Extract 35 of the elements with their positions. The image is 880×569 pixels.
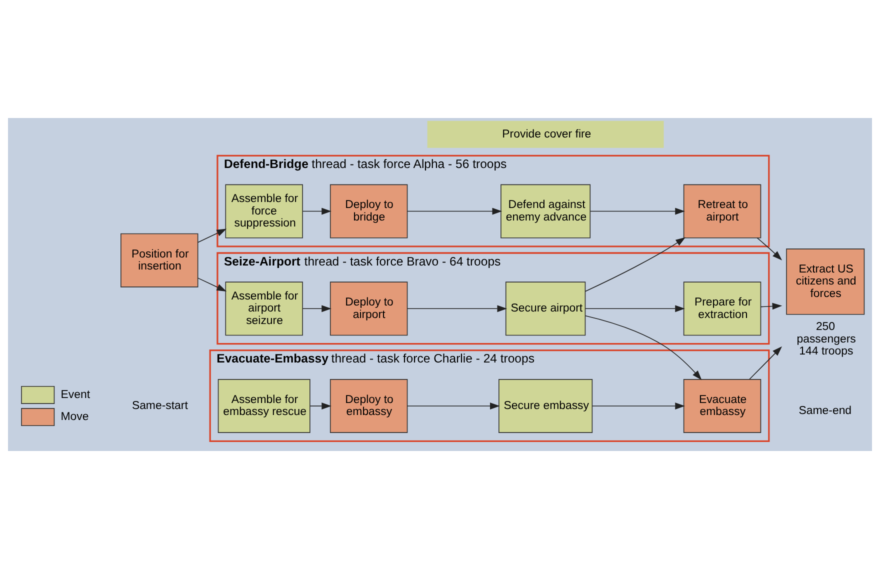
arrow bbox=[590, 208, 685, 215]
node-box: Evacuate embassy bbox=[683, 379, 762, 433]
label: Same-end bbox=[798, 404, 852, 417]
node-box: Prepare for extraction bbox=[683, 282, 762, 336]
arrow bbox=[407, 402, 500, 410]
arrow bbox=[302, 305, 332, 312]
arrow bbox=[198, 278, 227, 292]
arrow bbox=[592, 402, 685, 410]
arrow bbox=[756, 238, 782, 260]
node-box: Retreat to airport bbox=[683, 184, 762, 238]
arrow bbox=[302, 208, 332, 215]
node-box: Assemble for force suppression bbox=[225, 184, 303, 238]
node-box: Secure airport bbox=[505, 282, 586, 336]
arrow bbox=[585, 305, 685, 312]
arrow bbox=[310, 402, 332, 410]
node-box: Defend against enemy advance bbox=[500, 184, 591, 238]
arrow bbox=[584, 237, 686, 292]
node-box: Assemble for embassy rescue bbox=[218, 379, 310, 433]
node-label: 250 passengers 144 troops bbox=[796, 321, 856, 358]
arrow bbox=[584, 315, 702, 380]
arrow bbox=[407, 208, 502, 215]
node-box: Deploy to embassy bbox=[330, 379, 408, 433]
node-box: Provide cover fire bbox=[427, 120, 664, 148]
node-box: Secure embassy bbox=[498, 379, 593, 433]
legend-label: Move bbox=[60, 411, 89, 424]
arrow bbox=[748, 346, 782, 380]
node-box: Deploy to bridge bbox=[330, 184, 408, 238]
arrow bbox=[407, 305, 508, 312]
legend-label: Event bbox=[60, 388, 90, 401]
arrow bbox=[760, 302, 782, 310]
node-box: Deploy to airport bbox=[330, 282, 408, 336]
label: Same-start bbox=[132, 400, 188, 412]
node-box: Assemble for airport seizure bbox=[225, 282, 303, 336]
node-box: Position for insertion bbox=[120, 233, 198, 288]
arrow bbox=[198, 228, 227, 243]
